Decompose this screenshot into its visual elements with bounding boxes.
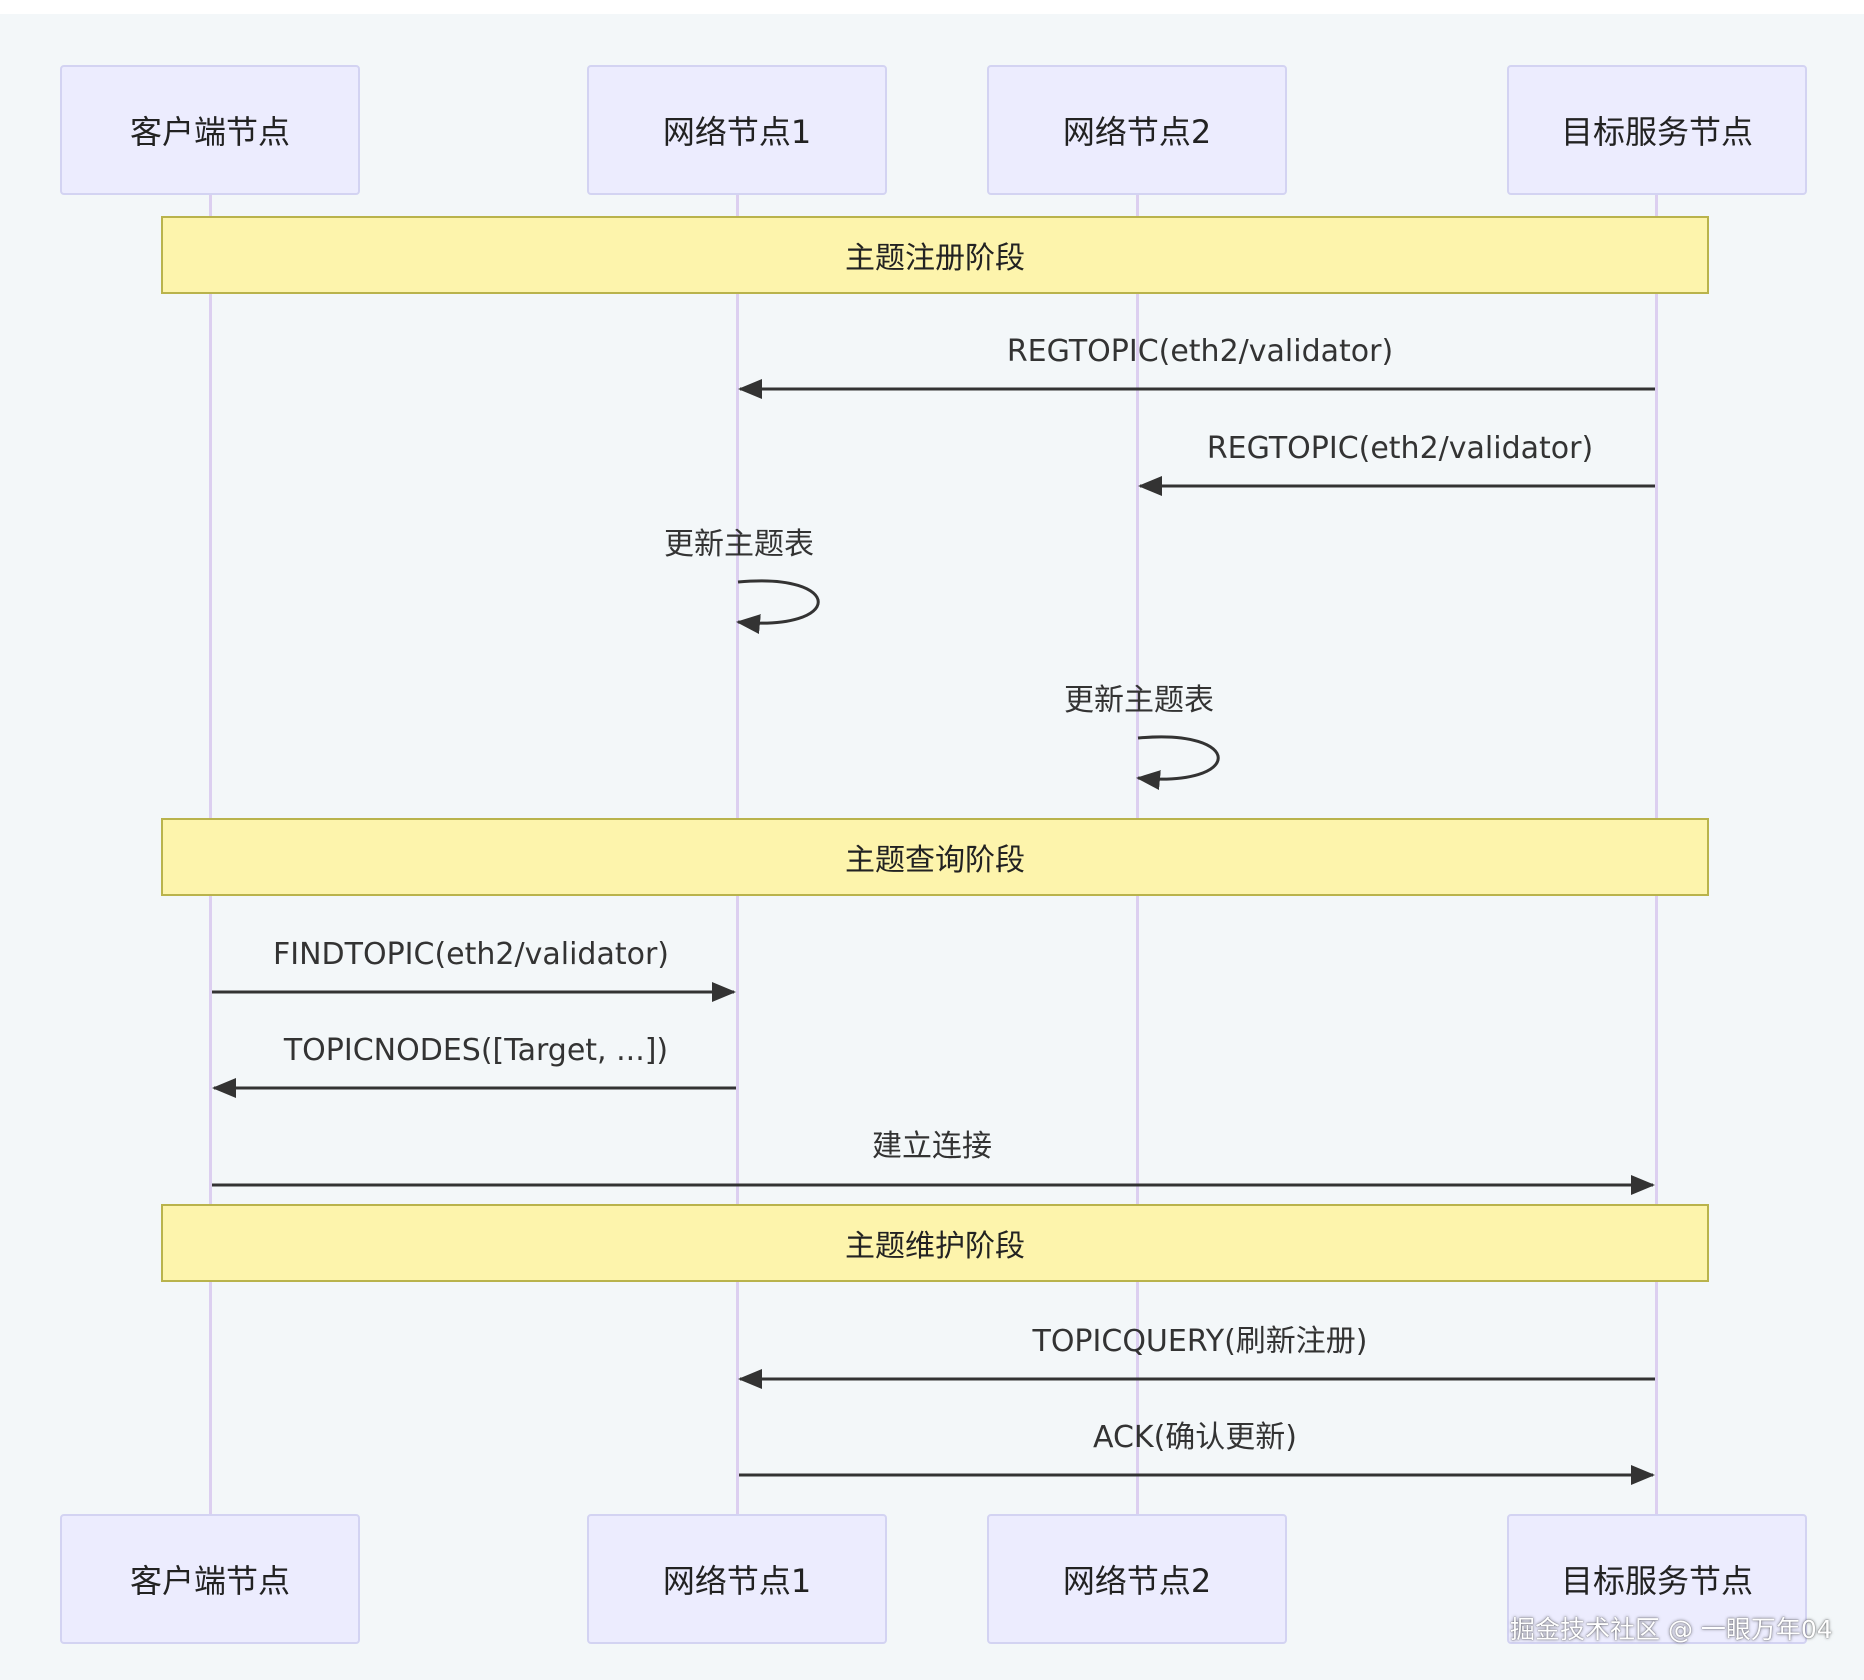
actor-label: 网络节点1 xyxy=(662,1562,812,1600)
message-label-topicnodes: TOPICNODES([Target, ...]) xyxy=(283,1033,669,1068)
watermark-text: 掘金技术社区 @ 一眼万年04 xyxy=(1510,1615,1833,1644)
message-label-ack: ACK(确认更新) xyxy=(1092,1420,1298,1455)
message-label-regtopic-node2: REGTOPIC(eth2/validator) xyxy=(1206,431,1594,466)
actor-client-top: 客户端节点 xyxy=(60,65,360,195)
phase-note-registration: 主题注册阶段 xyxy=(161,216,1709,294)
phase-note-query: 主题查询阶段 xyxy=(161,818,1709,896)
phase-note-maintenance: 主题维护阶段 xyxy=(161,1204,1709,1282)
message-label-update-node1: 更新主题表 xyxy=(664,527,814,562)
self-loop-arrow-node2 xyxy=(1136,735,1220,790)
actor-node1-top: 网络节点1 xyxy=(587,65,887,195)
self-loop-arrow-node1 xyxy=(736,579,820,634)
actor-label: 客户端节点 xyxy=(129,113,290,151)
phase-label: 主题查询阶段 xyxy=(845,843,1025,878)
actor-label: 网络节点1 xyxy=(662,113,812,151)
message-label-update-node2: 更新主题表 xyxy=(1064,683,1214,718)
phase-label: 主题维护阶段 xyxy=(845,1229,1025,1264)
actor-label: 客户端节点 xyxy=(129,1562,290,1600)
actor-node2-top: 网络节点2 xyxy=(987,65,1287,195)
actor-target-top: 目标服务节点 xyxy=(1507,65,1807,195)
message-label-regtopic-node1: REGTOPIC(eth2/validator) xyxy=(1006,334,1394,369)
message-label-findtopic: FINDTOPIC(eth2/validator) xyxy=(273,937,669,972)
actor-client-bottom: 客户端节点 xyxy=(60,1514,360,1644)
actor-label: 网络节点2 xyxy=(1062,1562,1212,1600)
actor-node1-bottom: 网络节点1 xyxy=(587,1514,887,1644)
actor-label: 目标服务节点 xyxy=(1560,1562,1753,1600)
message-label-topicquery: TOPICQUERY(刷新注册) xyxy=(1032,1324,1368,1359)
phase-label: 主题注册阶段 xyxy=(845,241,1025,276)
actor-node2-bottom: 网络节点2 xyxy=(987,1514,1287,1644)
actor-label: 网络节点2 xyxy=(1062,113,1212,151)
actor-target-bottom: 目标服务节点 xyxy=(1507,1514,1807,1644)
actor-label: 目标服务节点 xyxy=(1560,113,1753,151)
message-label-connect: 建立连接 xyxy=(872,1129,992,1164)
